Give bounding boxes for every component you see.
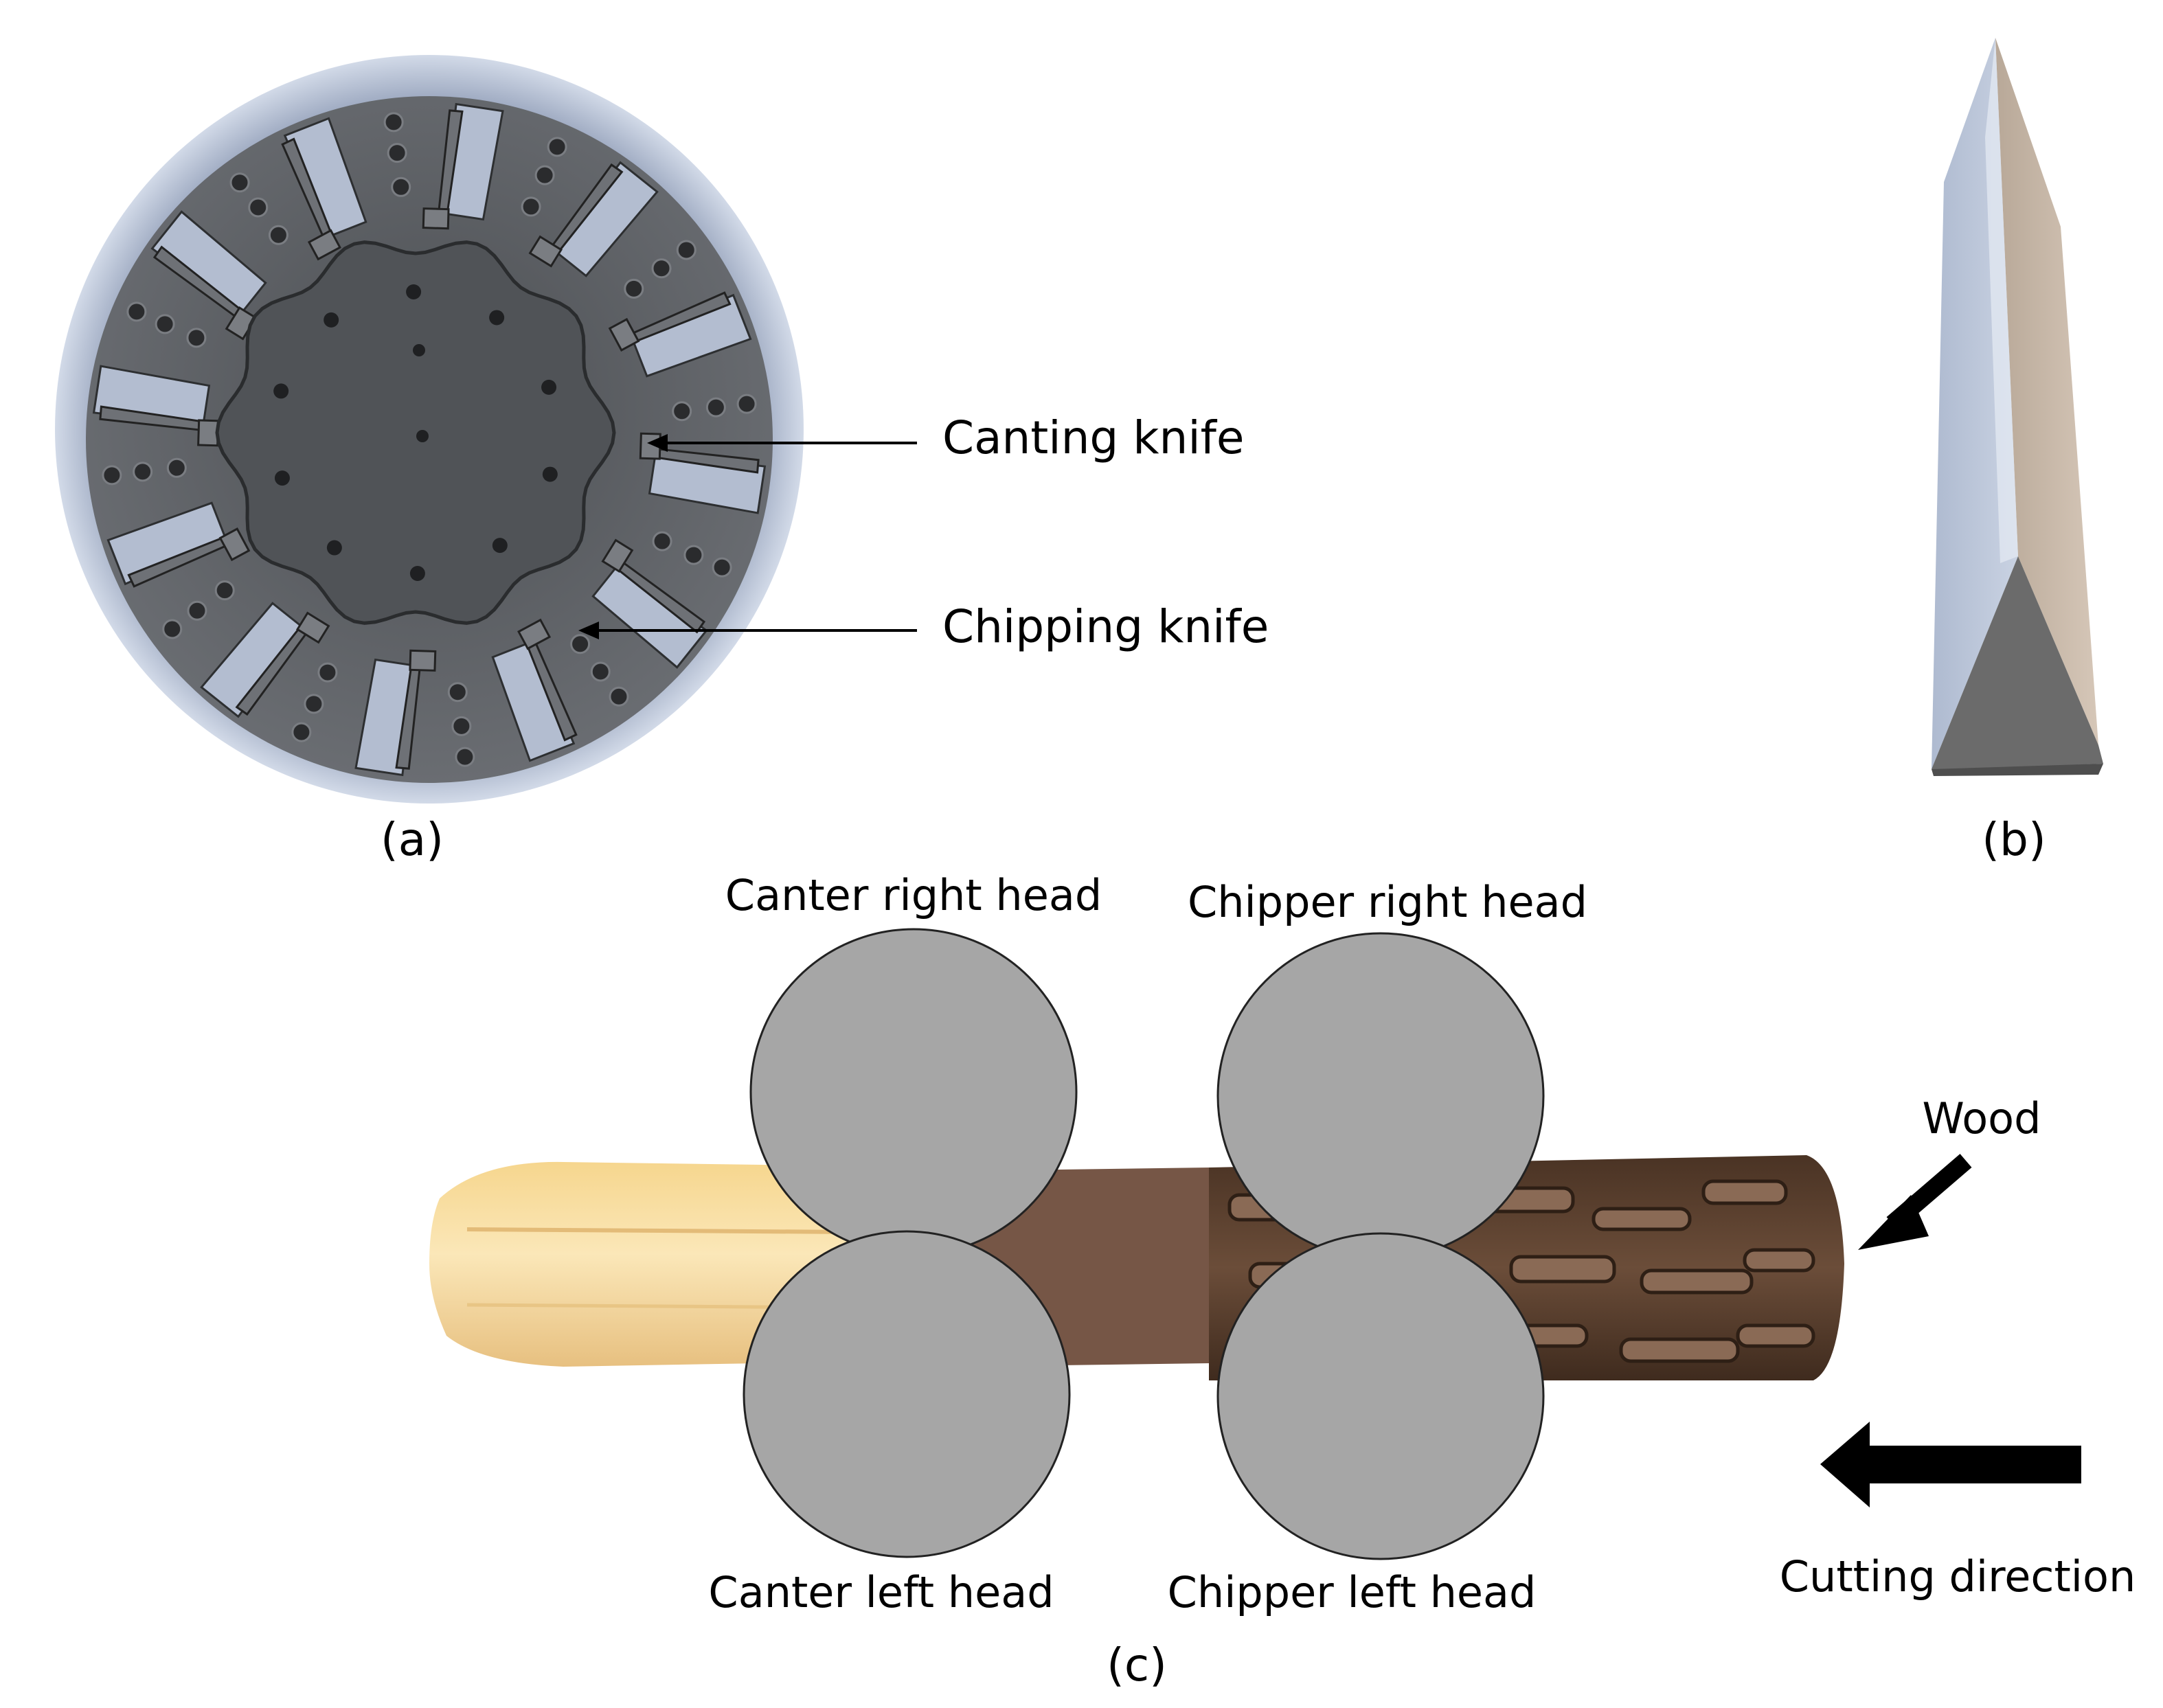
rim-hole: [317, 662, 338, 683]
knife-right-face: [1995, 38, 2098, 745]
rim-hole: [455, 747, 475, 767]
rim-hole: [387, 143, 407, 163]
rim-hole: [652, 531, 672, 551]
bark-scale: [1619, 1337, 1740, 1363]
canting-knife-arrowhead: [647, 434, 668, 452]
cutter-inner-plate: [215, 240, 616, 625]
rim-hole: [521, 196, 541, 217]
canting-knife-blade: [608, 317, 640, 352]
plate-hole: [409, 565, 425, 581]
rim-hole: [391, 177, 411, 197]
chipper-left-head-label: Chipper left head: [1168, 1567, 1537, 1617]
plate-holes: [273, 284, 558, 581]
rim-hole: [590, 661, 611, 682]
knife-base-edge: [1932, 764, 2103, 776]
rim-hole: [126, 301, 147, 322]
canting-knife-blade: [218, 527, 251, 562]
plate-hole: [541, 379, 557, 395]
canting-knife-blade: [528, 235, 563, 268]
rim-hole: [609, 686, 629, 707]
rim-hole: [736, 394, 757, 414]
cutting-direction-arrow: [1820, 1422, 2081, 1507]
bark-scale: [1509, 1255, 1616, 1284]
rim-hole: [712, 557, 732, 578]
panel-a-cutter-head: Canting knife Chipping knife (a): [55, 55, 1269, 866]
chipping-knife-label: Chipping knife: [942, 600, 1269, 653]
rim-hole: [451, 716, 472, 736]
panel-b-knife: (b): [1932, 38, 2103, 866]
rim-hole: [102, 465, 122, 486]
rim-hole: [570, 634, 591, 654]
chipper-right-head: [1216, 932, 1545, 1260]
canting-knife-blade: [517, 618, 552, 650]
rim-hole: [155, 314, 175, 334]
rim-hole: [187, 600, 207, 621]
canter-right-head-label: Canter right head: [725, 870, 1102, 920]
cutter-slots: [92, 102, 767, 777]
canting-knife-blade: [197, 419, 220, 447]
rim-hole: [162, 619, 183, 639]
rim-hole: [214, 580, 235, 601]
rim-hole: [229, 172, 250, 193]
canter-right-head: [749, 928, 1078, 1256]
plate-hole: [416, 430, 429, 442]
wood-pointer-arrow: [1858, 1154, 1972, 1250]
plate-hole: [274, 470, 290, 486]
chipper-right-head-label: Chipper right head: [1188, 877, 1587, 927]
rim-hole: [651, 258, 672, 279]
rim-hole: [672, 401, 692, 422]
plate-hole: [273, 383, 289, 399]
rim-hole: [304, 694, 324, 714]
rim-hole: [166, 457, 187, 478]
plate-hole: [326, 540, 342, 556]
rim-hole: [186, 328, 207, 348]
rim-hole: [676, 240, 697, 260]
bark-scale: [1701, 1179, 1788, 1205]
plate-hole: [413, 344, 425, 356]
panel-c-process: Canter right head Chipper right head Can…: [429, 870, 2136, 1692]
cutting-direction-label: Cutting direction: [1780, 1551, 2136, 1602]
panel-a-caption: (a): [381, 813, 444, 866]
canter-left-head: [743, 1230, 1071, 1558]
bark-scale: [1743, 1248, 1815, 1273]
knife-edge-highlight: [1985, 38, 2018, 563]
rim-holes: [102, 112, 757, 767]
panel-c-caption: (c): [1107, 1639, 1167, 1692]
canting-knife-blade: [295, 611, 330, 644]
canting-knife-label: Canting knife: [942, 411, 1245, 464]
bark-scale: [1640, 1268, 1754, 1295]
rim-hole: [268, 225, 288, 245]
plate-hole: [406, 284, 422, 300]
bark-scale: [1736, 1323, 1815, 1348]
rim-hole: [534, 165, 555, 185]
chipping-knife-arrowhead: [578, 622, 599, 639]
rim-hole: [248, 197, 269, 218]
canting-knife-blade: [307, 229, 341, 261]
rim-hole: [291, 722, 312, 742]
rim-hole: [683, 545, 704, 565]
wood-label: Wood: [1923, 1093, 2041, 1143]
canting-knife-blade: [409, 649, 437, 672]
knife-base: [1932, 556, 2103, 771]
plate-hole: [324, 312, 339, 328]
rim-hole: [624, 278, 644, 299]
rim-hole: [705, 397, 726, 418]
canter-left-head-label: Canter left head: [708, 1567, 1054, 1617]
cutter-knives: [99, 109, 760, 770]
rim-hole: [547, 137, 567, 157]
chipper-left-head: [1216, 1232, 1545, 1560]
bark-scale: [1592, 1207, 1692, 1231]
plate-hole: [492, 538, 508, 554]
rim-hole: [133, 462, 153, 482]
panel-b-caption: (b): [1982, 813, 2046, 866]
rim-hole: [447, 682, 468, 703]
rim-hole: [383, 112, 404, 133]
plate-hole: [542, 466, 558, 482]
plate-hole: [489, 310, 505, 326]
canting-knife-blade: [601, 538, 634, 573]
canting-knife-blade: [422, 207, 450, 230]
